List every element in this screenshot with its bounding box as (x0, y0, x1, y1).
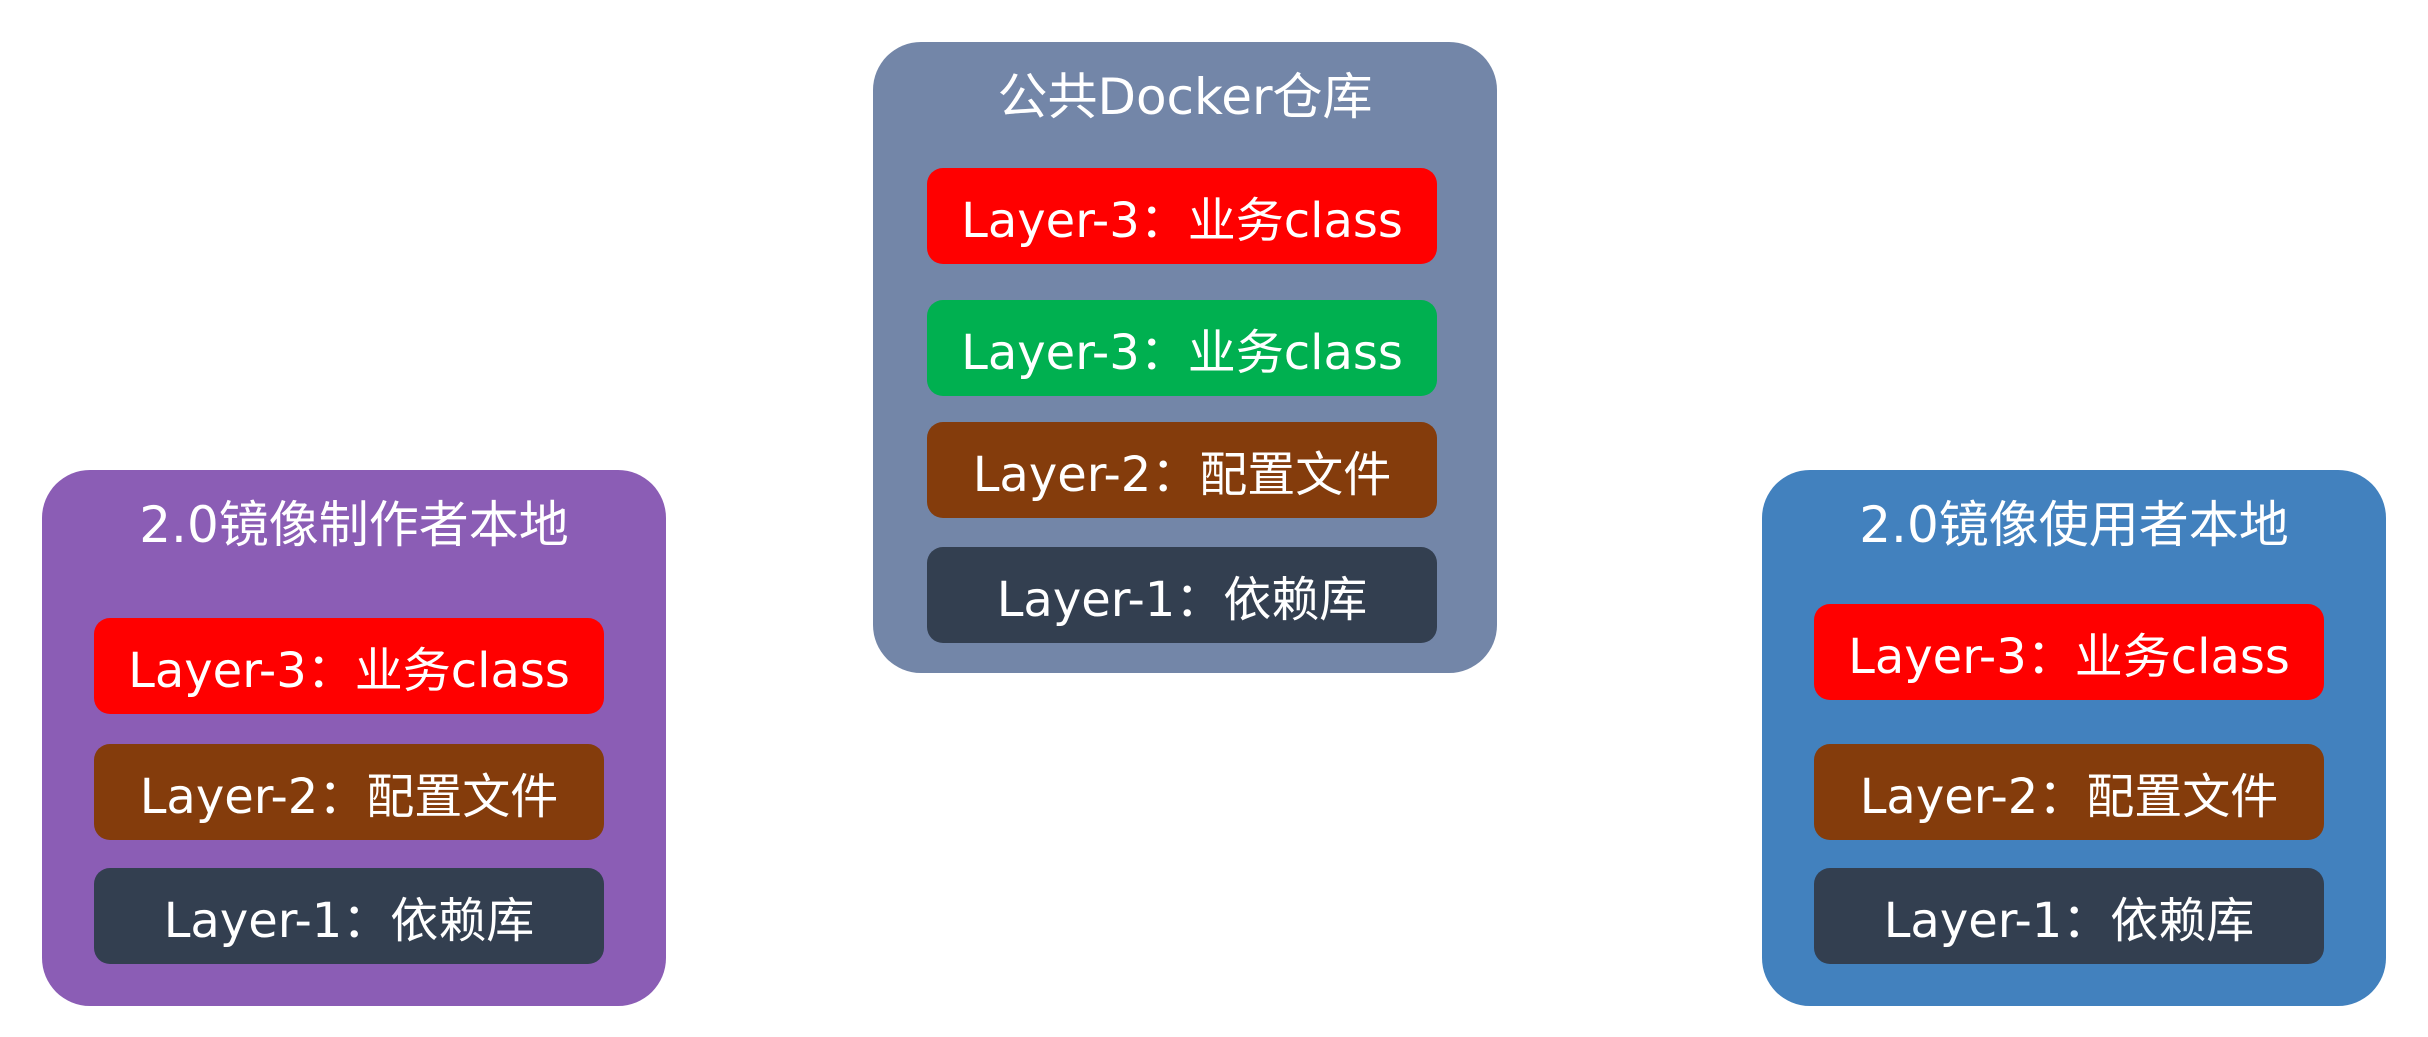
public-registry-panel: 公共Docker仓库 Layer-3：业务class Layer-3：业务cla… (873, 42, 1497, 673)
public-layer-1-deps: Layer-1：依赖库 (927, 547, 1437, 643)
consumer-local-title: 2.0镜像使用者本地 (1859, 496, 2289, 554)
producer-local-panel: 2.0镜像制作者本地 Layer-3：业务class Layer-2：配置文件 … (42, 470, 666, 1006)
public-registry-title: 公共Docker仓库 (997, 68, 1373, 126)
consumer-layer-2-config: Layer-2：配置文件 (1814, 744, 2324, 840)
public-layer-3-business-red: Layer-3：业务class (927, 168, 1437, 264)
public-layer-3-business-green: Layer-3：业务class (927, 300, 1437, 396)
producer-layer-1-deps: Layer-1：依赖库 (94, 868, 604, 964)
producer-layer-3-business: Layer-3：业务class (94, 618, 604, 714)
public-layer-2-config: Layer-2：配置文件 (927, 422, 1437, 518)
producer-local-title: 2.0镜像制作者本地 (139, 496, 569, 554)
producer-layer-2-config: Layer-2：配置文件 (94, 744, 604, 840)
consumer-layer-1-deps: Layer-1：依赖库 (1814, 868, 2324, 964)
consumer-layer-3-business: Layer-3：业务class (1814, 604, 2324, 700)
consumer-local-panel: 2.0镜像使用者本地 Layer-3：业务class Layer-2：配置文件 … (1762, 470, 2386, 1006)
